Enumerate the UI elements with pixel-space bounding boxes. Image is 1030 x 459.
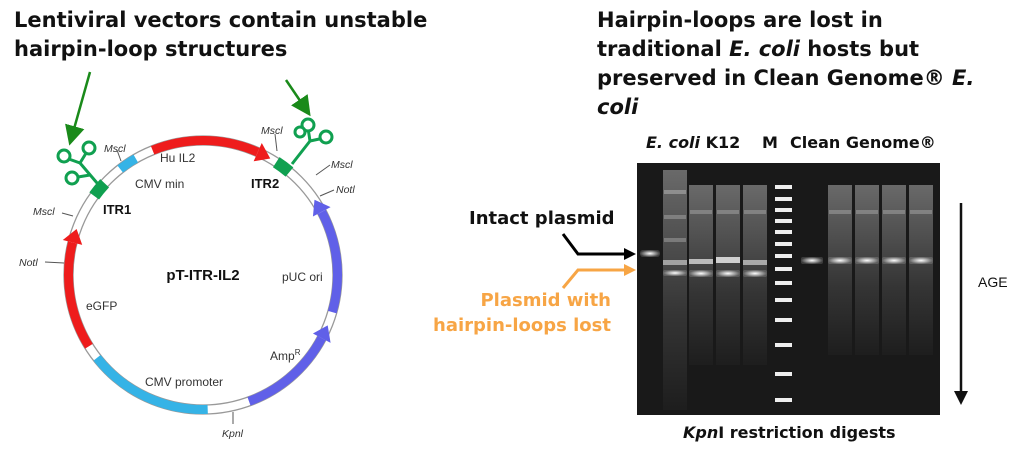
cmv-promoter-label: CMV promoter [145, 375, 223, 389]
hairpin-pointer-arrow-left [65, 71, 92, 146]
mscl-top-tick [116, 149, 122, 162]
mscl-itr2-top-label: Mscl [261, 125, 283, 137]
itr2-label: ITR2 [251, 176, 279, 191]
lost-hairpin-label: Plasmid with hairpin-loops lost [433, 290, 611, 336]
mscl-top-label: Mscl [104, 143, 126, 155]
intact-plasmid-arrow [561, 233, 628, 256]
left-panel-title: Lentiviral vectors contain unstable hair… [14, 6, 434, 64]
cmv-promoter-arc [93, 355, 208, 414]
hu-il2-arc [150, 136, 260, 157]
notl-left-label: Notl [19, 257, 38, 269]
itr2-arc [272, 157, 294, 177]
gel-caption: KpnI restriction digests [683, 423, 896, 442]
mscl-left-label: Mscl [33, 206, 55, 218]
puc-ori-arc [317, 209, 342, 314]
amp-label: AmpR [270, 348, 301, 363]
left-title-line2: hairpin-loop structures [14, 37, 288, 61]
gel-lane-clean-1 [801, 257, 823, 264]
gel-lane-k12-5 [743, 185, 767, 365]
notl-left-tick [44, 261, 65, 264]
hairpin-loop-icon-right [290, 117, 334, 165]
left-title-line1: Lentiviral vectors contain unstable [14, 8, 428, 32]
gel-header-clean-genome: Clean Genome® [790, 133, 936, 152]
mscl-itr2-right-tick [315, 164, 331, 176]
mscl-itr2-top-tick [274, 133, 278, 152]
hairpin-pointer-arrow-right [284, 79, 311, 117]
right-title-part1: Hairpin-loops are lost in traditional [597, 8, 883, 61]
gel-lane-clean-4 [882, 185, 906, 355]
age-label: AGE [978, 274, 1008, 290]
gel-header-marker: M [762, 133, 778, 152]
hu-il2-arrowhead [253, 142, 271, 162]
plasmid-backbone-inner [72, 144, 334, 406]
cmv-min-arc [117, 154, 139, 173]
gel-lane-k12-2 [663, 170, 687, 410]
gel-header-ecoli-k12: E. coli K12 [646, 133, 741, 152]
egfp-label: eGFP [86, 299, 117, 313]
itr1-label: ITR1 [103, 202, 131, 217]
egfp-arc [64, 241, 93, 349]
gel-lane-k12-4 [716, 185, 740, 365]
kpnl-label: Kpnl [222, 428, 244, 440]
puc-ori-arrowhead [312, 199, 331, 217]
amp-arc [247, 335, 326, 406]
right-title-part2: hosts but preserved in Clean Genome® [597, 37, 953, 90]
gel-lane-clean-3 [855, 185, 879, 355]
plasmid-name-label: pT-ITR-IL2 [166, 267, 239, 284]
puc-ori-label: pUC ori [282, 270, 323, 284]
gel-lane-k12-1 [640, 250, 660, 257]
lost-hairpin-arrowhead [624, 264, 636, 276]
gel-lane-k12-3 [689, 185, 713, 365]
age-direction-arrowhead [954, 391, 968, 405]
gel-lane-clean-2 [828, 185, 852, 355]
right-title-ecoli1: E. coli [729, 37, 800, 61]
right-panel-title: Hairpin-loops are lost in traditional E.… [597, 6, 997, 122]
gel-lane-clean-5 [909, 185, 933, 355]
notl-right-label: Notl [336, 184, 355, 196]
itr1-arc [89, 179, 110, 200]
intact-plasmid-label: Intact plasmid [469, 208, 615, 229]
lost-hairpin-arrow [561, 268, 628, 289]
right-title-ecoli2: E. coli [597, 66, 975, 119]
mscl-left-tick [61, 212, 74, 217]
mscl-itr2-right-label: Mscl [331, 159, 353, 171]
amp-arrowhead [312, 325, 331, 343]
cmv-min-label: CMV min [135, 177, 184, 191]
intact-plasmid-arrowhead [624, 248, 636, 260]
hairpin-loop-icon-left [56, 140, 105, 191]
egfp-arrowhead [62, 228, 83, 245]
notl-right-tick [319, 189, 335, 197]
plasmid-map: Hu IL2 CMV min ITR1 ITR2 pT-ITR-IL2 pUC … [19, 71, 355, 440]
gel-lane-marker [775, 185, 792, 402]
hu-il2-label: Hu IL2 [160, 151, 196, 165]
